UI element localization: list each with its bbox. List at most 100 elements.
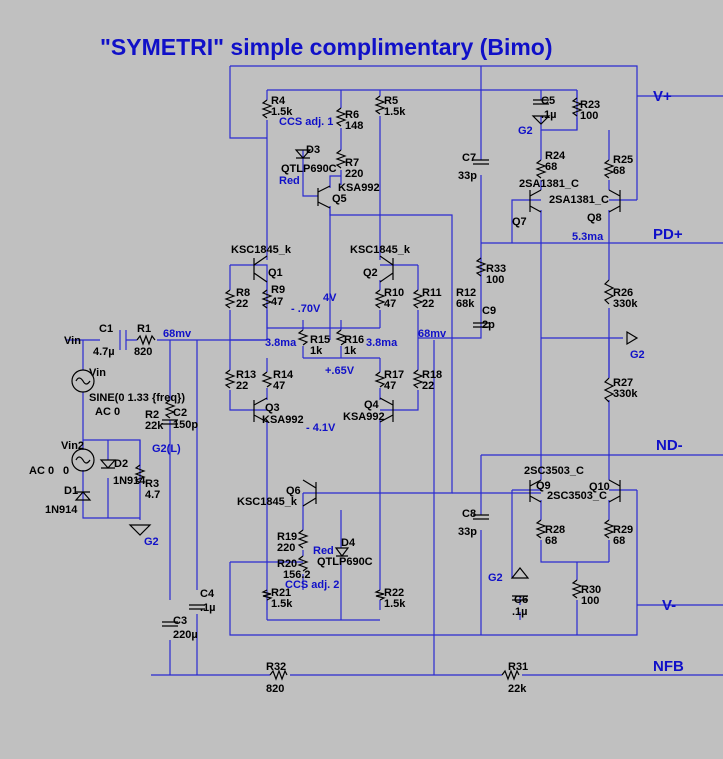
label-R10: R10 (384, 287, 404, 299)
annotation-minus-070v: - .70V (291, 303, 321, 315)
value-R20: 156.2 (283, 569, 311, 581)
value-R21: 1.5k (271, 598, 293, 610)
component-labels: C1 4.7µ R1 820 C2 150p R2 22k R3 4.7 D2 … (45, 95, 638, 695)
label-ac-zero: 0 (63, 465, 69, 477)
label-R11: R11 (422, 287, 442, 299)
label-Q3: Q3 (265, 402, 280, 414)
transistor-symbols (253, 185, 621, 507)
label-Q8: Q8 (587, 212, 602, 224)
diode-symbols (74, 149, 350, 557)
label-R20: R20 (277, 558, 297, 570)
value-C2: 150p (173, 419, 198, 431)
ground-label-g2l: G2(L) (152, 443, 181, 455)
value-Q5: KSA992 (338, 182, 380, 194)
label-Q9: Q9 (536, 480, 551, 492)
value-C7: 33p (458, 170, 477, 182)
value-R3: 4.7 (145, 489, 160, 501)
label-D4: D4 (341, 537, 356, 549)
label-C2: C2 (173, 407, 187, 419)
ground-label-g2-top: G2 (518, 125, 533, 137)
label-R24: R24 (545, 150, 566, 162)
label-C1: C1 (99, 323, 113, 335)
label-R3: R3 (145, 478, 159, 490)
annotation-ccs1: CCS adj. 1 (279, 116, 333, 128)
label-R32: R32 (266, 661, 286, 673)
value-R24: 68 (545, 161, 557, 173)
label-R13: R13 (236, 369, 256, 381)
label-R8: R8 (236, 287, 250, 299)
value-Q4: KSA992 (343, 411, 385, 423)
label-C5: C5 (541, 95, 555, 107)
label-vin-source: Vin (89, 367, 106, 379)
label-Q1: Q1 (268, 267, 283, 279)
value-R14: 47 (273, 380, 285, 392)
value-R26: 330k (613, 298, 638, 310)
label-C4: C4 (200, 588, 215, 600)
label-R17: R17 (384, 369, 404, 381)
label-Q4: Q4 (364, 399, 380, 411)
annotation-68mv-left: 68mv (163, 328, 192, 340)
label-R15: R15 (310, 334, 330, 346)
value-R25: 68 (613, 165, 625, 177)
value-C9: 2p (482, 319, 495, 331)
value-C4: .1µ (200, 602, 216, 614)
value-D1: 1N914 (45, 504, 78, 516)
value-R8: 22 (236, 298, 248, 310)
value-R13: 22 (236, 380, 248, 392)
label-vin2: Vin2 (61, 440, 84, 452)
value-C8: 33p (458, 526, 477, 538)
annotation-red-d3: Red (279, 175, 300, 187)
label-R14: R14 (273, 369, 294, 381)
label-R23: R23 (580, 99, 600, 111)
label-R6: R6 (345, 109, 359, 121)
label-R7: R7 (345, 157, 359, 169)
label-D1: D1 (64, 485, 78, 497)
label-R12: R12 (456, 287, 476, 299)
label-sine-spec: SINE(0 1.33 {freq}) (89, 392, 185, 404)
value-R28: 68 (545, 535, 557, 547)
label-vin-net: Vin (64, 335, 81, 347)
source-symbols (71, 369, 95, 472)
value-R7: 220 (345, 168, 363, 180)
value-R17: 47 (384, 380, 396, 392)
net-vplus: V+ (653, 88, 672, 105)
label-D3: D3 (306, 144, 320, 156)
value-Q10: 2SC3503_C (547, 490, 607, 502)
value-R5: 1.5k (384, 106, 406, 118)
label-R26: R26 (613, 287, 633, 299)
value-C3: 220µ (173, 629, 198, 641)
annotation-68mv-right: 68mv (418, 328, 447, 340)
value-R19: 220 (277, 542, 295, 554)
label-C8: C8 (462, 508, 476, 520)
ground-label-g2-left: G2 (144, 536, 159, 548)
annotation-38ma-left: 3.8ma (265, 337, 297, 349)
value-R29: 68 (613, 535, 625, 547)
label-Q2: Q2 (363, 267, 378, 279)
value-C5: .1µ (541, 109, 557, 121)
label-R27: R27 (613, 377, 633, 389)
label-C6: C6 (514, 594, 528, 606)
value-D4: QTLP690C (317, 556, 373, 568)
value-R22: 1.5k (384, 598, 406, 610)
label-Q6: Q6 (286, 485, 301, 497)
value-Q7: 2SA1381_C (519, 178, 579, 190)
net-vminus: V- (662, 597, 676, 614)
value-R12: 68k (456, 298, 475, 310)
value-R30: 100 (581, 595, 599, 607)
value-R23: 100 (580, 110, 598, 122)
annotation-ccs2: CCS adj. 2 (285, 579, 339, 591)
value-R15: 1k (310, 345, 323, 357)
annotation-53ma: 5.3ma (572, 231, 604, 243)
ground-symbols (128, 115, 639, 579)
label-R31: R31 (508, 661, 528, 673)
value-Q9: 2SC3503_C (524, 465, 584, 477)
label-D2: D2 (114, 458, 128, 470)
label-R33: R33 (486, 263, 506, 275)
label-Q5: Q5 (332, 193, 347, 205)
label-Q7: Q7 (512, 216, 527, 228)
value-R10: 47 (384, 298, 396, 310)
label-C9: C9 (482, 305, 496, 317)
capacitor-symbols (162, 99, 549, 627)
annotation-38ma-right: 3.8ma (366, 337, 398, 349)
